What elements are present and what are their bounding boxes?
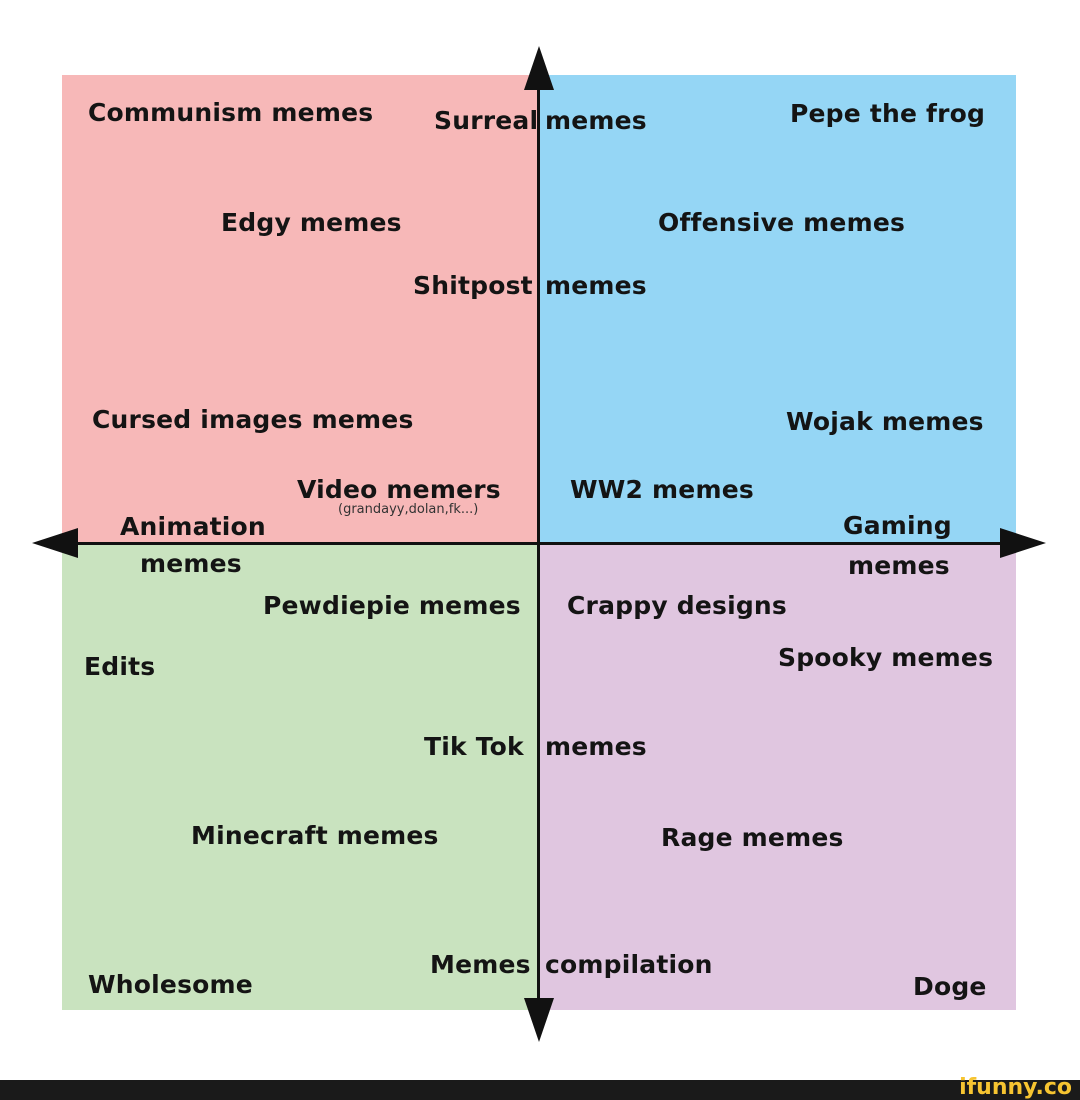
label-compilation-right: compilation <box>545 950 713 979</box>
label-crappy: Crappy designs <box>567 591 788 620</box>
label-spooky: Spooky memes <box>778 643 994 672</box>
label-shitpost-right: memes <box>545 271 647 300</box>
quadrant-bottom-right <box>539 543 1016 1010</box>
label-wojak: Wojak memes <box>786 407 984 436</box>
watermark-bar: ifunny.co <box>0 1077 1080 1100</box>
label-tiktok-left: Tik Tok <box>424 732 524 761</box>
label-pepe: Pepe the frog <box>790 99 986 128</box>
label-offensive: Offensive memes <box>658 208 906 237</box>
label-compilation-left: Memes <box>430 950 531 979</box>
label-tiktok-right: memes <box>545 732 647 761</box>
quadrant-bottom-left <box>62 543 539 1010</box>
label-shitpost-left: Shitpost <box>413 271 533 300</box>
label-edits: Edits <box>84 652 156 681</box>
label-edgy: Edgy memes <box>221 208 402 237</box>
quadrant-top-left <box>62 75 539 543</box>
label-cursed: Cursed images memes <box>92 405 414 434</box>
horizontal-axis <box>48 542 1028 545</box>
arrow-left-icon <box>32 528 78 558</box>
label-video: Video memers <box>297 475 501 504</box>
axis-right-label-line2: memes <box>848 551 950 580</box>
axis-right-label-line1: Gaming <box>843 511 952 540</box>
label-communism: Communism memes <box>88 98 374 127</box>
label-wholesome: Wholesome <box>88 970 253 999</box>
label-video-sub: (grandayy,dolan,fk...) <box>338 502 479 517</box>
label-surreal-right: memes <box>545 106 647 135</box>
label-ww2: WW2 memes <box>570 475 754 504</box>
axis-left-label-line1: Animation <box>120 512 266 541</box>
axis-left-label-line2: memes <box>140 549 242 578</box>
quadrant-top-right <box>539 75 1016 543</box>
vertical-axis <box>537 70 540 1020</box>
ifunny-logo: ifunny.co <box>959 1077 1072 1099</box>
logo-text: ifunny.co <box>959 1075 1072 1100</box>
arrow-up-icon <box>524 46 554 90</box>
arrow-down-icon <box>524 998 554 1042</box>
arrow-right-icon <box>1000 528 1046 558</box>
label-rage: Rage memes <box>661 823 844 852</box>
label-surreal-left: Surreal <box>434 106 539 135</box>
label-doge: Doge <box>913 972 987 1001</box>
label-minecraft: Minecraft memes <box>191 821 439 850</box>
label-pewdiepie: Pewdiepie memes <box>263 591 521 620</box>
